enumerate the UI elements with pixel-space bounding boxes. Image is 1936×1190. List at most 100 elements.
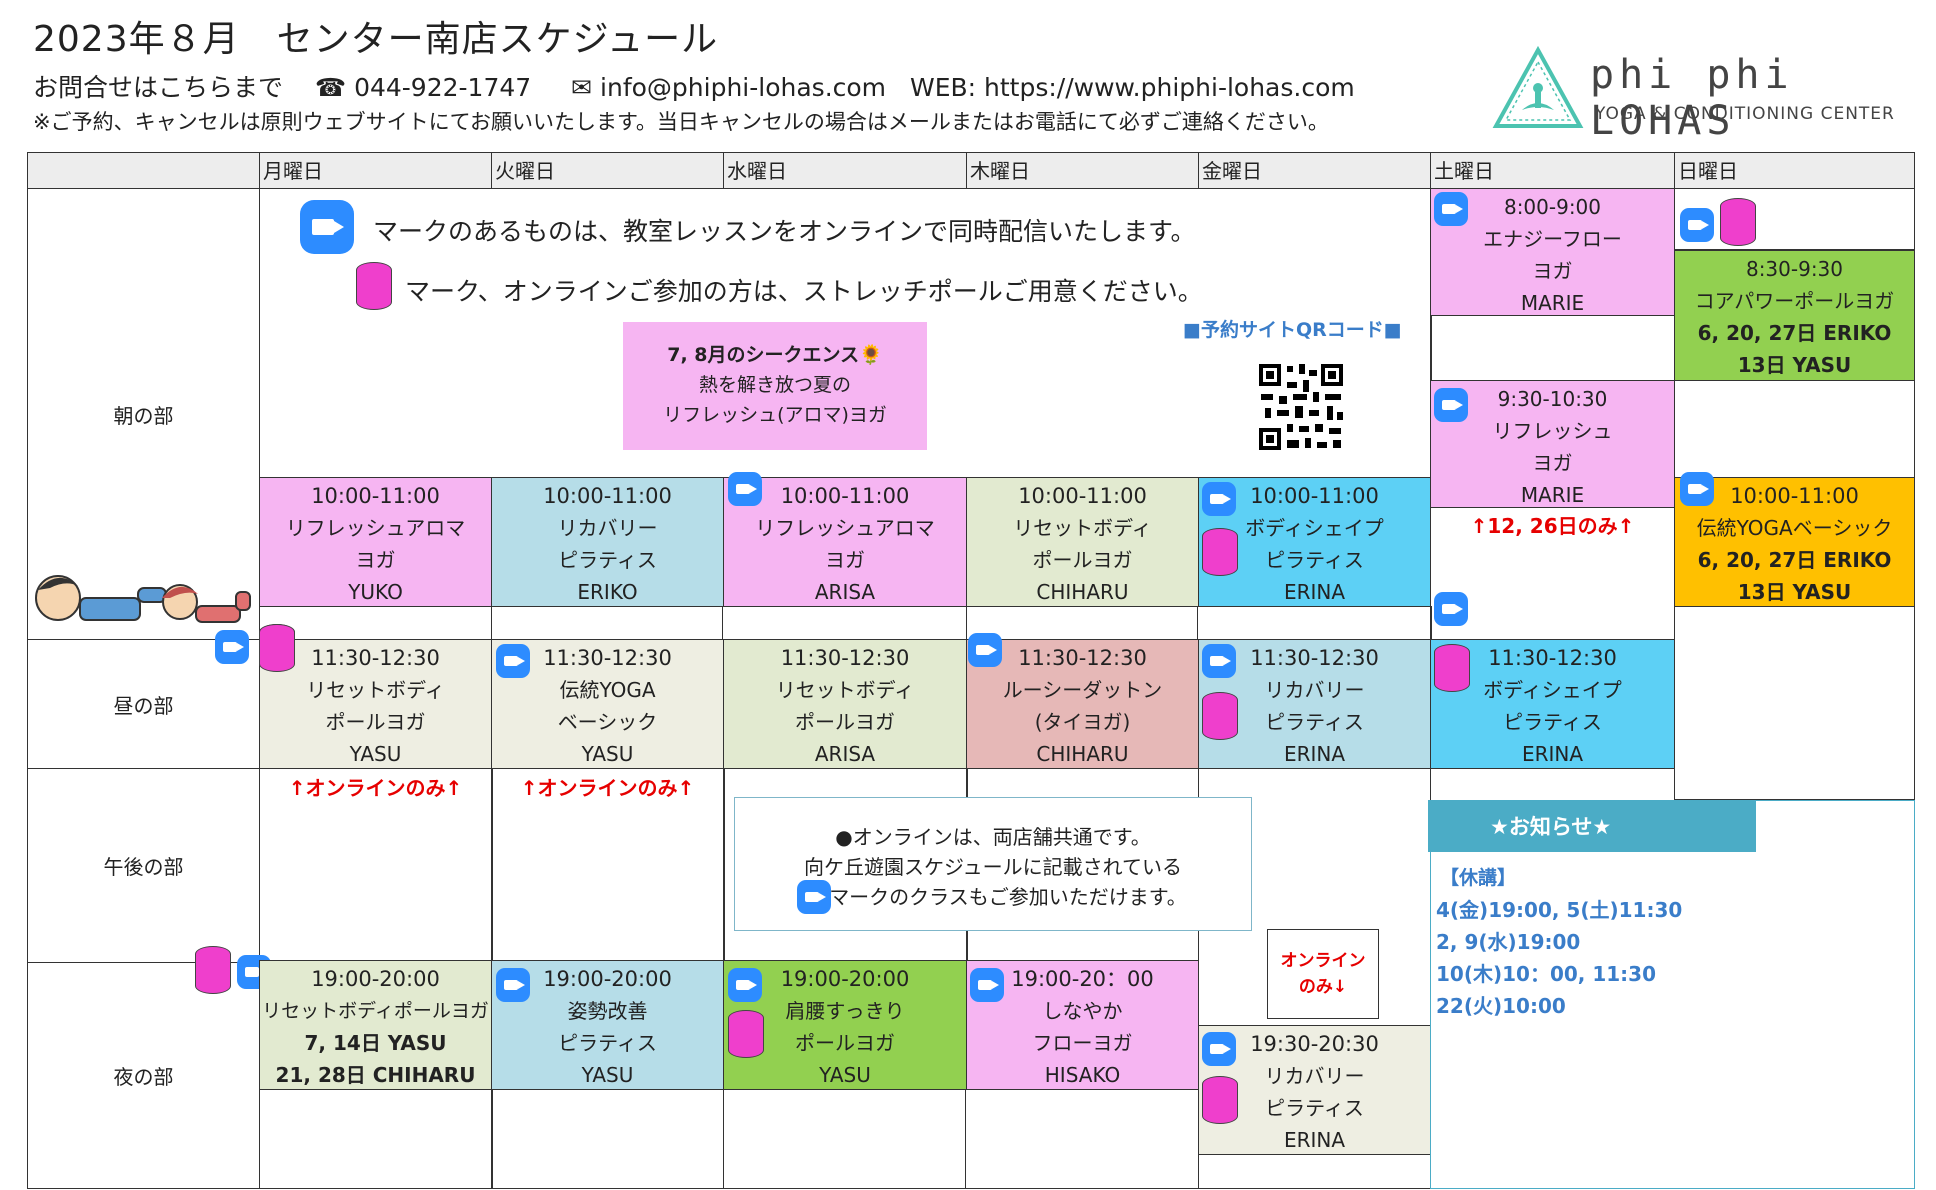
zoom-icon [1434, 592, 1468, 626]
logo-subtitle: YOGA & CONDITIONING CENTER [1595, 104, 1895, 124]
class-name: リカバリー [1264, 678, 1365, 702]
class-time: 10:00-11:00 [543, 484, 672, 508]
zoom-icon [728, 968, 762, 1002]
period-evening: 夜の部 [27, 962, 260, 1189]
sequence-box: 7, 8月のシークエンス🌻 熱を解き放つ夏の リフレッシュ(アロマ)ヨガ [623, 322, 927, 450]
class-name-2: (タイヨガ) [1034, 710, 1131, 734]
zoom-icon [797, 880, 831, 914]
class-time: 19:00-20:00 [543, 967, 672, 991]
zoom-icon [728, 472, 762, 506]
web-url[interactable]: WEB: https://www.phiphi-lohas.com [909, 73, 1355, 102]
class-instructor: MARIE [1520, 291, 1585, 315]
class-mon-19[interactable]: 19:00-20:00 リセットボディポールヨガ 7, 14日 YASU 21,… [259, 960, 492, 1090]
class-instructor: YASU [581, 742, 634, 766]
class-instructor: 6, 20, 27日 ERIKO [1697, 548, 1892, 572]
pole-note: マーク、オンラインご参加の方は、ストレッチポールご用意ください。 [405, 277, 1203, 306]
day-header-sat: 土曜日 [1430, 152, 1675, 189]
zoom-icon [1434, 192, 1468, 226]
class-name: リセットボディポールヨガ [262, 1000, 489, 1022]
zoom-icon [1680, 208, 1714, 242]
class-time: 10:00-11:00 [780, 484, 910, 508]
class-name-2: ヨガ [1532, 259, 1573, 283]
qr-code-icon[interactable] [1257, 362, 1345, 452]
class-name-2: ヨガ [355, 548, 396, 572]
zoom-icon [1202, 644, 1236, 678]
class-time: 11:30-12:30 [1018, 646, 1147, 670]
stretch-pole-icon [259, 624, 295, 672]
gap-cell [491, 606, 723, 640]
sequence-line3: リフレッシュ(アロマ)ヨガ [663, 404, 887, 426]
online-only-mon: ↑オンラインのみ↑ [288, 776, 463, 800]
class-time: 11:30-12:30 [543, 646, 672, 670]
online-note-line2: 向ケ丘遊園スケジュールに記載されている [804, 855, 1182, 879]
class-instructor: ARISA [814, 742, 876, 766]
class-time: 10:00-11:00 [311, 484, 440, 508]
class-name: 肩腰すっきり [785, 999, 905, 1023]
sequence-line1: 7, 8月のシークエンス🌻 [667, 344, 883, 366]
class-instructor: ERINA [1283, 742, 1346, 766]
class-thu-19[interactable]: 19:00-20：00 しなやか フローヨガ HISAKO [966, 960, 1199, 1090]
stretch-pole-icon [1720, 198, 1756, 246]
class-time: 19:30-20:30 [1250, 1032, 1379, 1056]
sleeping-people-illustration [35, 575, 251, 623]
class-name: リカバリー [557, 516, 658, 540]
class-thu-1130[interactable]: 11:30-12:30 ルーシーダットン (タイヨガ) CHIHARU [966, 639, 1199, 769]
news-panel [1430, 800, 1915, 1189]
news-heading: 【休講】 [1440, 867, 1517, 889]
news-item: 4(金)19:00, 5(土)11:30 [1436, 898, 1683, 922]
day-header-wed: 水曜日 [723, 152, 967, 189]
contact-label: お問合せはこちらまで [33, 73, 284, 102]
zoom-note: マークのあるものは、教室レッスンをオンラインで同時配信いたします。 [373, 217, 1196, 246]
class-time: 19:00-20:00 [311, 967, 440, 991]
class-time: 19:00-20：00 [1011, 967, 1154, 991]
class-name-2: ベーシック [557, 710, 658, 734]
class-name-2: ヨガ [825, 548, 865, 572]
day-header-mon: 月曜日 [259, 152, 492, 189]
stretch-pole-icon [1202, 692, 1238, 740]
class-name: 姿勢改善 [567, 999, 648, 1023]
class-wed-1130[interactable]: 11:30-12:30 リセットボディ ポールヨガ ARISA [723, 639, 967, 769]
sat-only-note: ↑12, 26日のみ↑ [1470, 514, 1635, 538]
class-name: ボディシェイプ [1483, 678, 1622, 702]
zoom-icon [1434, 388, 1468, 422]
class-name-2: ピラティス [1503, 710, 1602, 734]
news-item: 2, 9(水)19:00 [1436, 930, 1581, 954]
stretch-pole-icon [1202, 528, 1238, 576]
class-instructor-2: 13日 YASU [1737, 353, 1852, 377]
stretch-pole-icon [195, 946, 231, 994]
email-address[interactable]: info@phiphi-lohas.com [600, 73, 887, 102]
class-sat-930[interactable]: 9:30-10:30 リフレッシュ ヨガ MARIE [1430, 380, 1675, 508]
sequence-line2: 熱を解き放つ夏の [698, 374, 851, 396]
class-name: ボディシェイプ [1245, 516, 1384, 540]
class-name: 伝統YOGAベーシック [1696, 516, 1893, 540]
class-name: しなやか [1042, 999, 1123, 1023]
class-sat-1130[interactable]: 11:30-12:30 ボディシェイプ ピラティス ERINA [1430, 639, 1675, 769]
class-instructor: CHIHARU [1036, 580, 1129, 604]
class-instructor: YASU [349, 742, 402, 766]
day-header-thu: 木曜日 [966, 152, 1199, 189]
bottom-cell [723, 1089, 966, 1189]
sun-gap2 [1674, 606, 1915, 800]
online-down-line2: のみ↓ [1298, 977, 1348, 997]
class-mon-1130[interactable]: 11:30-12:30 リセットボディ ポールヨガ YASU [259, 639, 492, 769]
phone-number[interactable]: 044-922-1747 [354, 73, 532, 102]
class-sun-early[interactable]: 8:30-9:30 コアパワーポールヨガ 6, 20, 27日 ERIKO 13… [1674, 250, 1915, 381]
class-tue-10[interactable]: 10:00-11:00 リカバリー ピラティス ERIKO [491, 477, 724, 607]
class-mon-10[interactable]: 10:00-11:00 リフレッシュアロマ ヨガ YUKO [259, 477, 492, 607]
zoom-icon [496, 968, 530, 1002]
class-thu-10[interactable]: 10:00-11:00 リセットボディ ポールヨガ CHIHARU [966, 477, 1199, 607]
class-instructor-2: 21, 28日 CHIHARU [275, 1063, 476, 1087]
class-time: 11:30-12:30 [1488, 646, 1617, 670]
class-instructor: ERINA [1283, 580, 1346, 604]
class-wed-10[interactable]: 10:00-11:00 リフレッシュアロマ ヨガ ARISA [723, 477, 967, 607]
class-fri-1130[interactable]: 11:30-12:30 リカバリー ピラティス ERINA [1198, 639, 1431, 769]
class-instructor: 6, 20, 27日 ERIKO [1697, 321, 1892, 345]
class-name: リフレッシュアロマ [755, 516, 935, 540]
mail-icon: ✉ [571, 73, 593, 102]
class-time: 19:00-20:00 [780, 967, 910, 991]
class-time: 10:00-11:00 [1730, 484, 1859, 508]
class-sun-10[interactable]: 10:00-11:00 伝統YOGAベーシック 6, 20, 27日 ERIKO… [1674, 477, 1915, 607]
class-name-2: フローヨガ [1032, 1031, 1133, 1055]
stretch-pole-icon [1434, 644, 1470, 692]
class-name-2: ポールヨガ [795, 710, 895, 734]
